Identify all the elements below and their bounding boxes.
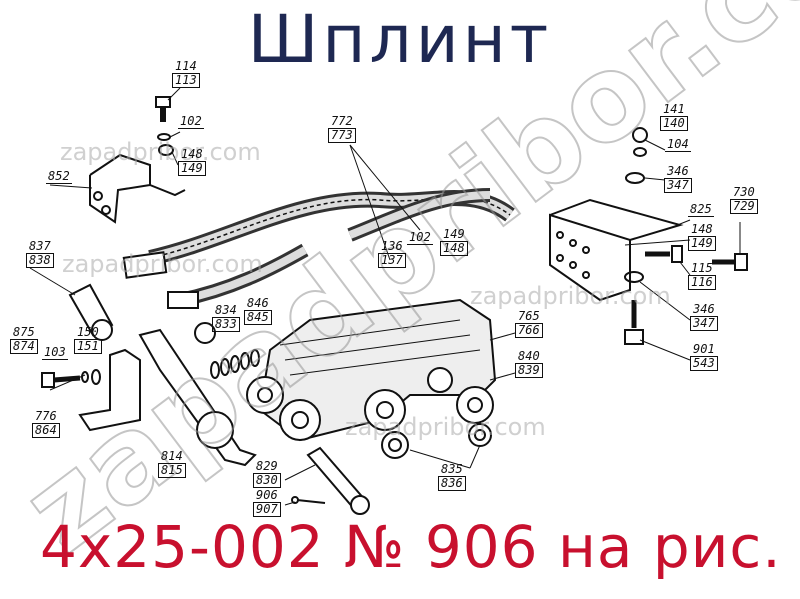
bolt-729 [712, 253, 748, 271]
watermark-text: zapadpribor.com [470, 282, 671, 310]
callout: 825 [688, 202, 714, 217]
braided-strap-upper [122, 188, 515, 279]
callout: 103 [42, 345, 68, 360]
leader-lines [29, 87, 741, 506]
bushing [194, 322, 216, 344]
callout: 104 [665, 137, 691, 152]
holder-body [246, 298, 497, 442]
page-title: Шплинт [247, 1, 553, 78]
sleeve-837 [68, 283, 114, 341]
pin-829 [306, 446, 370, 515]
callout: 102 [178, 114, 204, 129]
part-designation: 4х25-002 № 906 на рис. [40, 513, 782, 581]
callout: 102 [407, 230, 433, 245]
bracket-852 [89, 153, 186, 224]
brush-arm [138, 328, 257, 467]
angle-bracket-825 [549, 198, 684, 302]
nut-140 [625, 127, 648, 184]
watermark-text: zapadpribor.com [62, 250, 263, 278]
callout: 852 [46, 169, 72, 184]
bracket-776 [78, 348, 141, 432]
braided-strap-lower [167, 243, 309, 309]
bolt-115 [645, 245, 683, 263]
washer-346 [624, 271, 644, 283]
bolt-874 [41, 369, 101, 388]
springs [210, 349, 260, 379]
washer-148 [158, 144, 174, 156]
cotter-pin-906 [291, 496, 326, 504]
bolt-113 [155, 96, 171, 122]
watermark-text: zapadpribor.com [345, 413, 546, 441]
bolt-901 [624, 300, 644, 345]
watermark-text: zapadpribor.com [60, 138, 261, 166]
